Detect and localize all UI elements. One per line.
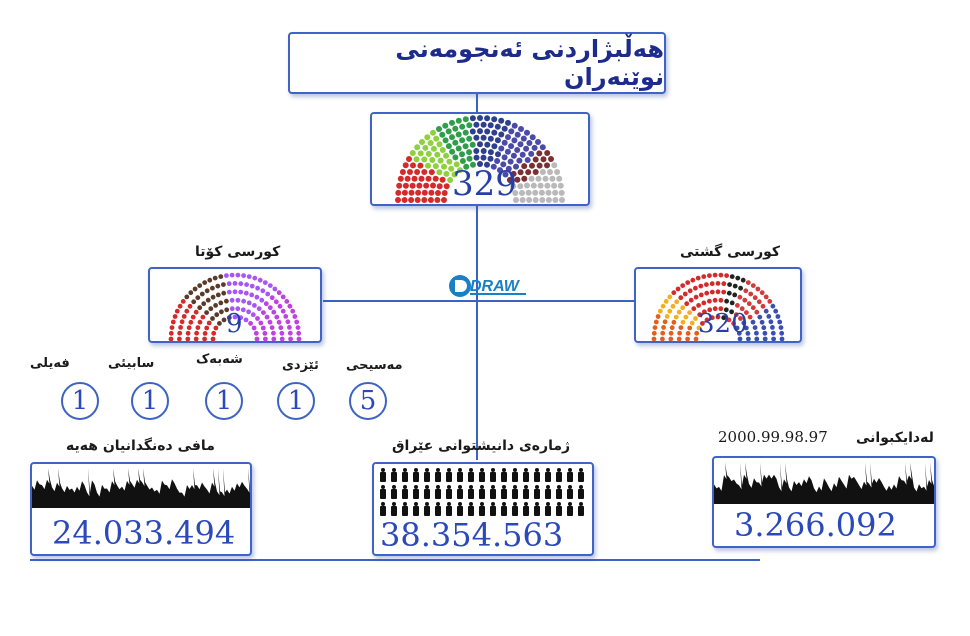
eligible-voters-label: مافی دەنگدانیان هەیە <box>66 438 215 454</box>
connector-bottom <box>30 559 760 561</box>
minority-label-4: فەیلی <box>30 356 70 371</box>
connector-horizontal <box>323 300 636 302</box>
minority-circle-0: 5 <box>349 382 387 420</box>
crowd-silhouette-icon <box>714 462 934 504</box>
minority-label-3: سابیئی <box>108 356 155 371</box>
parliament-total-chart <box>395 115 565 203</box>
population-box: 38.354.563 <box>372 462 594 556</box>
minority-circle-2: 1 <box>205 382 243 420</box>
parliament-quota-chart <box>168 272 302 341</box>
minority-circle-1: 1 <box>277 382 315 420</box>
eligible-voters-box: 24.033.494 <box>30 462 252 556</box>
born-label: لەدایکبوانی <box>856 430 934 446</box>
population-value: 38.354.563 <box>380 516 564 554</box>
quota-label: کورسی کۆتا <box>195 244 281 260</box>
minority-label-0: مەسیحی <box>346 358 403 373</box>
quota-seats: 9 <box>226 309 243 339</box>
title-box: هەڵبژاردنی ئەنجومەنی نوێنەران <box>288 32 666 94</box>
connector-vertical-top <box>476 94 478 112</box>
born-value: 3.266.092 <box>734 506 897 544</box>
minority-label-2: شەبەک <box>196 352 243 367</box>
quota-parliament-box: 9 <box>148 267 322 343</box>
born-years: 2000.99.98.97 <box>718 428 828 446</box>
total-parliament-box: 329 <box>370 112 590 206</box>
crowd-silhouette-icon <box>32 468 250 508</box>
logo-text: DRAW <box>470 278 521 295</box>
connector-vertical-main <box>476 205 478 460</box>
general-seats: 320 <box>698 309 748 339</box>
general-label: کورسی گشتی <box>680 244 781 260</box>
population-label: ژمارەی دانیشتوانی عێراق <box>392 438 571 454</box>
eligible-voters-value: 24.033.494 <box>52 514 236 552</box>
page-title: هەڵبژاردنی ئەنجومەنی نوێنەران <box>395 35 664 91</box>
minority-circle-4: 1 <box>61 382 99 420</box>
people-icon <box>380 468 584 516</box>
minority-circle-3: 1 <box>131 382 169 420</box>
draw-logo: DRAW <box>449 275 526 297</box>
minority-label-1: ئێزدی <box>282 358 319 373</box>
general-parliament-box: 320 <box>634 267 802 343</box>
total-seats: 329 <box>452 164 517 204</box>
born-box: 3.266.092 <box>712 456 936 548</box>
parliament-general-chart <box>651 272 785 341</box>
